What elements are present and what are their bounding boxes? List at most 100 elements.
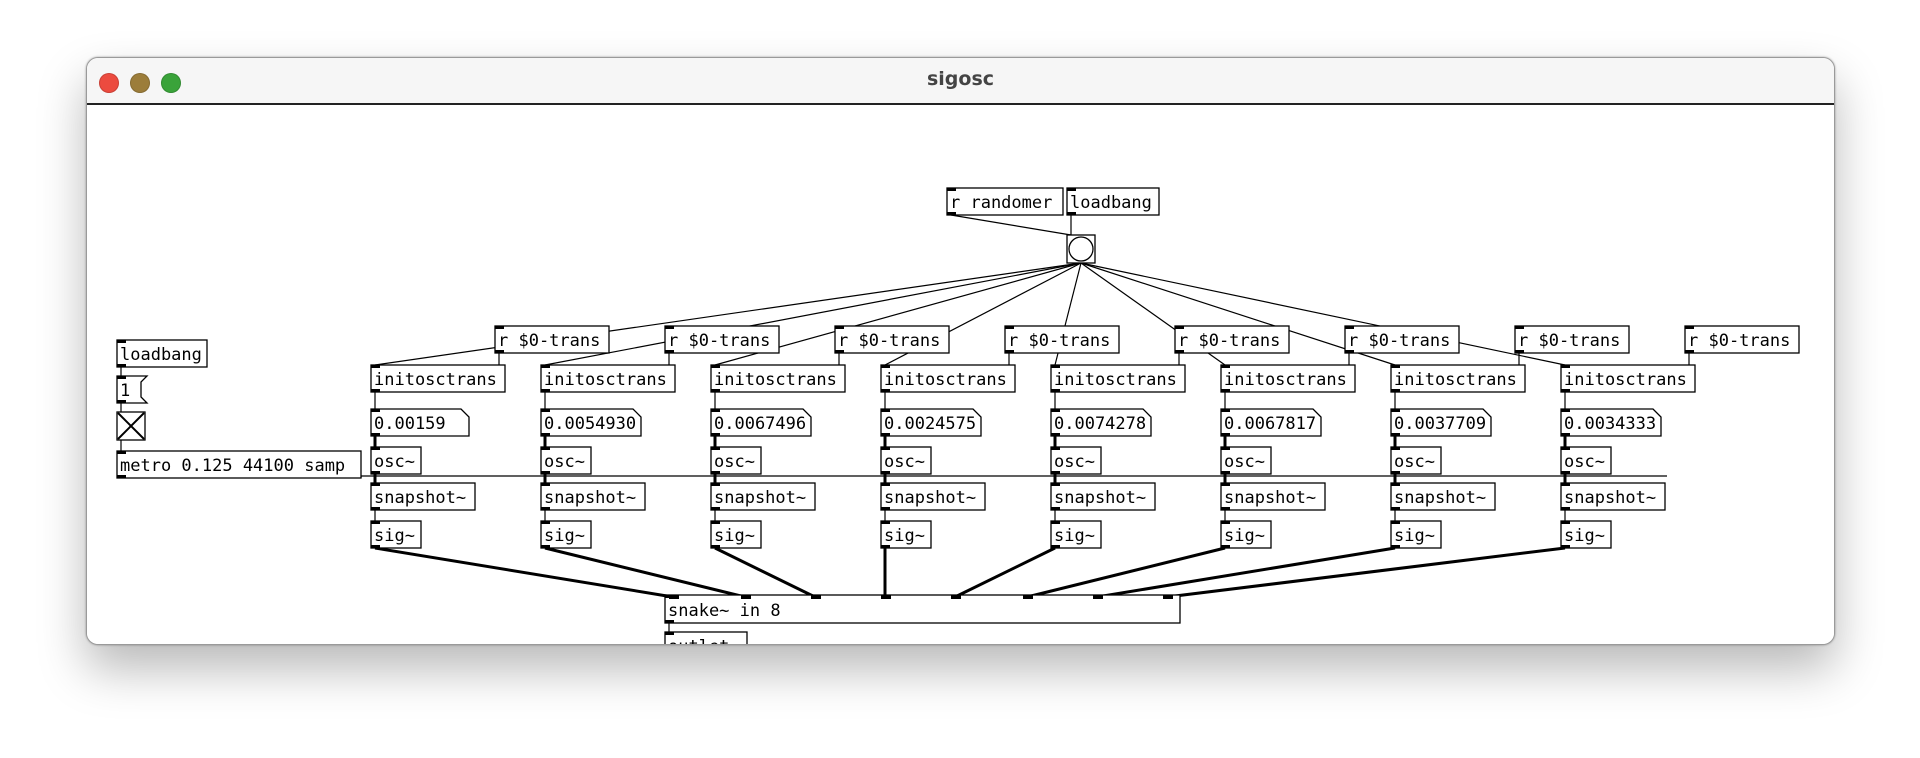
zoom-button[interactable]	[161, 73, 181, 93]
osc-8-label: osc~	[1564, 452, 1605, 472]
initosctrans-5[interactable]: initosctrans	[1050, 364, 1186, 393]
sig-3-label: sig~	[714, 526, 755, 546]
snapshot-2[interactable]: snapshot~	[540, 482, 646, 511]
snapshot-5-label: snapshot~	[1054, 488, 1146, 508]
message-one[interactable]: 1	[116, 375, 149, 404]
sig-4[interactable]: sig~	[880, 520, 932, 549]
sig-5-label: sig~	[1054, 526, 1095, 546]
receive-trans-1[interactable]: r $0-trans	[494, 325, 610, 354]
osc-3-label: osc~	[714, 452, 755, 472]
sig-2[interactable]: sig~	[540, 520, 592, 549]
snapshot-3[interactable]: snapshot~	[710, 482, 816, 511]
number-box-4[interactable]: 0.0024575	[880, 408, 982, 437]
sig-7-label: sig~	[1394, 526, 1435, 546]
initosctrans-2[interactable]: initosctrans	[540, 364, 676, 393]
receive-trans-4[interactable]: r $0-trans	[1004, 325, 1120, 354]
snapshot-1[interactable]: snapshot~	[370, 482, 476, 511]
number-box-3-label: 0.0067496	[714, 414, 806, 434]
loadbang-top[interactable]: loadbang	[1066, 187, 1160, 216]
toggle[interactable]	[116, 411, 146, 441]
initosctrans-1[interactable]: initosctrans	[370, 364, 506, 393]
receive-trans-1-label: r $0-trans	[498, 331, 600, 351]
osc-7-label: osc~	[1394, 452, 1435, 472]
initosctrans-6-label: initosctrans	[1224, 370, 1347, 390]
receive-trans-3[interactable]: r $0-trans	[834, 325, 950, 354]
number-box-7-label: 0.0037709	[1394, 414, 1486, 434]
number-box-3[interactable]: 0.0067496	[710, 408, 812, 437]
receive-trans-8[interactable]: r $0-trans	[1684, 325, 1800, 354]
sig-1[interactable]: sig~	[370, 520, 422, 549]
snake-object[interactable]: snake~ in 8	[664, 594, 1181, 624]
number-box-6-label: 0.0067817	[1224, 414, 1316, 434]
initosctrans-5-label: initosctrans	[1054, 370, 1177, 390]
snapshot-8[interactable]: snapshot~	[1560, 482, 1666, 511]
initosctrans-6[interactable]: initosctrans	[1220, 364, 1356, 393]
patch-canvas[interactable]: loadbang 1 metro 0.125 44100 samp r randome…	[87, 105, 1834, 644]
snapshot-6[interactable]: snapshot~	[1220, 482, 1326, 511]
window-title: sigosc	[926, 68, 995, 90]
snapshot-7-label: snapshot~	[1394, 488, 1486, 508]
osc-8[interactable]: osc~	[1560, 446, 1612, 475]
osc-4[interactable]: osc~	[880, 446, 932, 475]
snapshot-8-label: snapshot~	[1564, 488, 1656, 508]
snapshot-1-label: snapshot~	[374, 488, 466, 508]
number-box-2[interactable]: 0.0054930	[540, 408, 642, 437]
sig-8-label: sig~	[1564, 526, 1605, 546]
sig-8[interactable]: sig~	[1560, 520, 1612, 549]
number-box-5-label: 0.0074278	[1054, 414, 1146, 434]
bang-button[interactable]	[1066, 234, 1096, 264]
sig-7[interactable]: sig~	[1390, 520, 1442, 549]
number-box-1[interactable]: 0.00159	[370, 408, 470, 437]
osc-5[interactable]: osc~	[1050, 446, 1102, 475]
snapshot-7[interactable]: snapshot~	[1390, 482, 1496, 511]
receive-trans-8-label: r $0-trans	[1688, 331, 1790, 351]
snapshot-4[interactable]: snapshot~	[880, 482, 986, 511]
sig-3[interactable]: sig~	[710, 520, 762, 549]
receive-trans-6-label: r $0-trans	[1348, 331, 1450, 351]
osc-7[interactable]: osc~	[1390, 446, 1442, 475]
osc-1[interactable]: osc~	[370, 446, 422, 475]
minimize-button[interactable]	[130, 73, 150, 93]
number-box-4-label: 0.0024575	[884, 414, 976, 434]
osc-6[interactable]: osc~	[1220, 446, 1272, 475]
loadbang-left[interactable]: loadbang	[116, 339, 208, 368]
initosctrans-4-label: initosctrans	[884, 370, 1007, 390]
osc-3[interactable]: osc~	[710, 446, 762, 475]
sig-1-label: sig~	[374, 526, 415, 546]
osc-2[interactable]: osc~	[540, 446, 592, 475]
message-one-label: 1	[120, 381, 130, 401]
snapshot-5[interactable]: snapshot~	[1050, 482, 1156, 511]
initosctrans-8-label: initosctrans	[1564, 370, 1687, 390]
receive-trans-7[interactable]: r $0-trans	[1514, 325, 1630, 354]
snapshot-2-label: snapshot~	[544, 488, 636, 508]
initosctrans-8[interactable]: initosctrans	[1560, 364, 1696, 393]
receive-trans-2-label: r $0-trans	[668, 331, 770, 351]
sig-4-label: sig~	[884, 526, 925, 546]
receive-randomer[interactable]: r randomer	[946, 187, 1064, 216]
close-button[interactable]	[99, 73, 119, 93]
receive-trans-5[interactable]: r $0-trans	[1174, 325, 1290, 354]
receive-trans-6[interactable]: r $0-trans	[1344, 325, 1460, 354]
outlet-object[interactable]: outlet~	[664, 631, 748, 644]
sig-6[interactable]: sig~	[1220, 520, 1272, 549]
snapshot-4-label: snapshot~	[884, 488, 976, 508]
sig-5[interactable]: sig~	[1050, 520, 1102, 549]
initosctrans-1-label: initosctrans	[374, 370, 497, 390]
initosctrans-7[interactable]: initosctrans	[1390, 364, 1526, 393]
initosctrans-3[interactable]: initosctrans	[710, 364, 846, 393]
initosctrans-3-label: initosctrans	[714, 370, 837, 390]
number-box-6[interactable]: 0.0067817	[1220, 408, 1322, 437]
initosctrans-4[interactable]: initosctrans	[880, 364, 1016, 393]
number-box-7[interactable]: 0.0037709	[1390, 408, 1492, 437]
loadbang-top-label: loadbang	[1070, 193, 1152, 213]
number-box-8[interactable]: 0.0034333	[1560, 408, 1662, 437]
outlet-object-label: outlet~	[668, 637, 740, 644]
title-bar[interactable]: sigosc	[87, 58, 1834, 105]
loadbang-left-label: loadbang	[120, 345, 202, 365]
number-box-5[interactable]: 0.0074278	[1050, 408, 1152, 437]
initosctrans-2-label: initosctrans	[544, 370, 667, 390]
receive-trans-2[interactable]: r $0-trans	[664, 325, 780, 354]
metro-object[interactable]: metro 0.125 44100 samp	[116, 450, 362, 479]
initosctrans-7-label: initosctrans	[1394, 370, 1517, 390]
receive-trans-4-label: r $0-trans	[1008, 331, 1110, 351]
